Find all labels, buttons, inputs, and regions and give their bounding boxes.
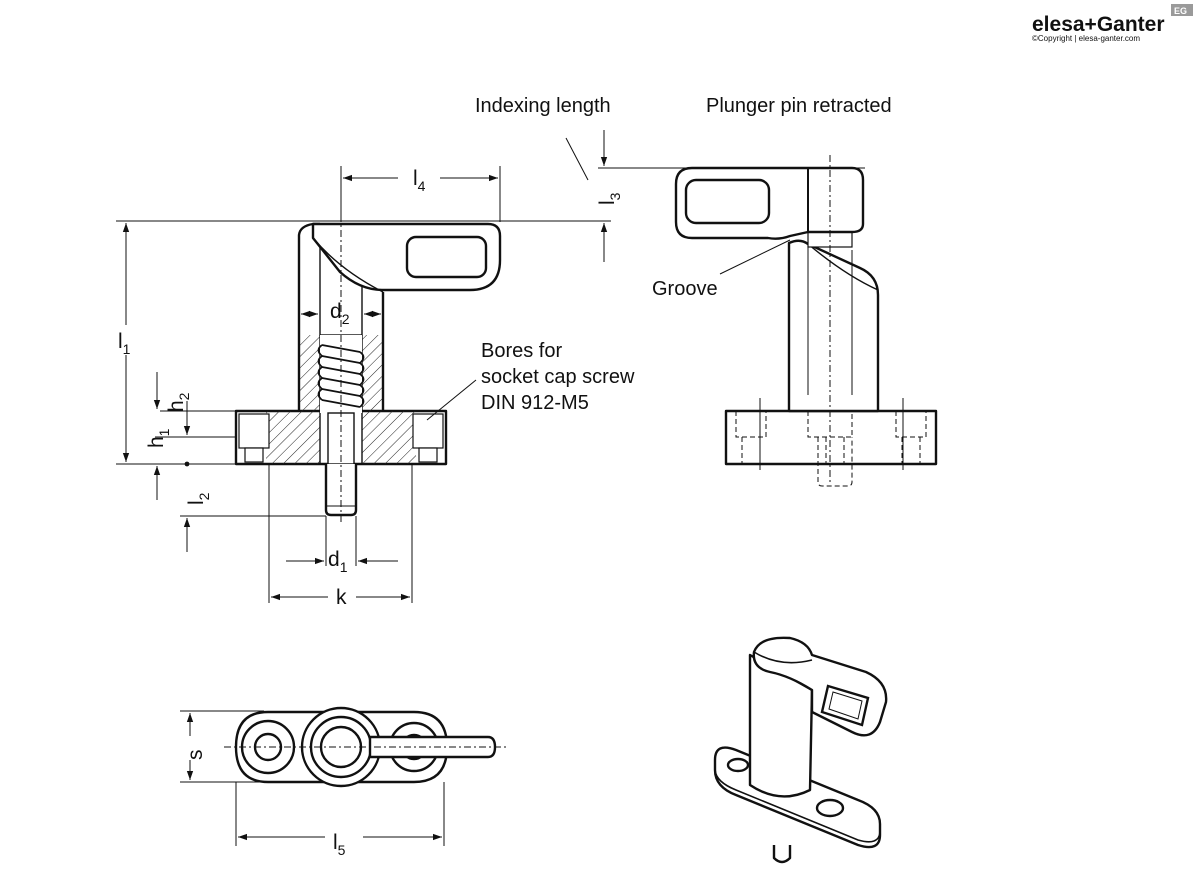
dim-l5: l5 xyxy=(333,831,346,858)
dim-l4: l4 xyxy=(413,167,426,194)
bores-label-line3: DIN 912-M5 xyxy=(481,392,589,414)
groove-label: Groove xyxy=(652,278,718,300)
brand-logo: elesa+Ganter EG ©Copyright | elesa-gante… xyxy=(1032,4,1193,43)
isometric-view xyxy=(713,636,888,864)
dim-s: s xyxy=(184,750,207,761)
iso-pin xyxy=(772,845,792,864)
bores-callout: Bores for socket cap screw DIN 912-M5 xyxy=(426,340,635,421)
dim-l2: l2 xyxy=(185,492,212,505)
bores-label-line2: socket cap screw xyxy=(481,366,635,388)
retracted-view: Indexing length Plunger pin retracted l3… xyxy=(475,95,938,487)
brand-badge xyxy=(1171,4,1193,16)
top-view-lever xyxy=(368,735,497,759)
brand-copyright: ©Copyright | elesa-ganter.com xyxy=(1032,34,1140,43)
dim-h1: h1 xyxy=(145,428,172,448)
dim-d2: d2 xyxy=(330,300,350,327)
retracted-body xyxy=(787,239,880,413)
retracted-handle-slot xyxy=(684,178,771,225)
indexing-length-label: Indexing length xyxy=(475,95,611,117)
dim-l1: l1 xyxy=(118,330,131,357)
handle-slot xyxy=(405,235,488,279)
dim-l3: l3 xyxy=(596,192,623,205)
dim-k: k xyxy=(336,586,347,609)
top-view: s l5 xyxy=(180,706,506,858)
dim-h2: h2 xyxy=(165,392,192,412)
main-view-dimensions: l4 l1 h2 h1 l2 d2 d1 xyxy=(116,166,611,609)
iso-body xyxy=(748,653,814,798)
brand-logo-text: elesa+Ganter xyxy=(1032,13,1165,36)
brand-badge-text: EG xyxy=(1174,6,1187,16)
dim-d1: d1 xyxy=(328,548,348,575)
bores-label-line1: Bores for xyxy=(481,340,562,362)
plunger-retracted-label: Plunger pin retracted xyxy=(706,95,892,117)
section-view xyxy=(234,170,502,522)
